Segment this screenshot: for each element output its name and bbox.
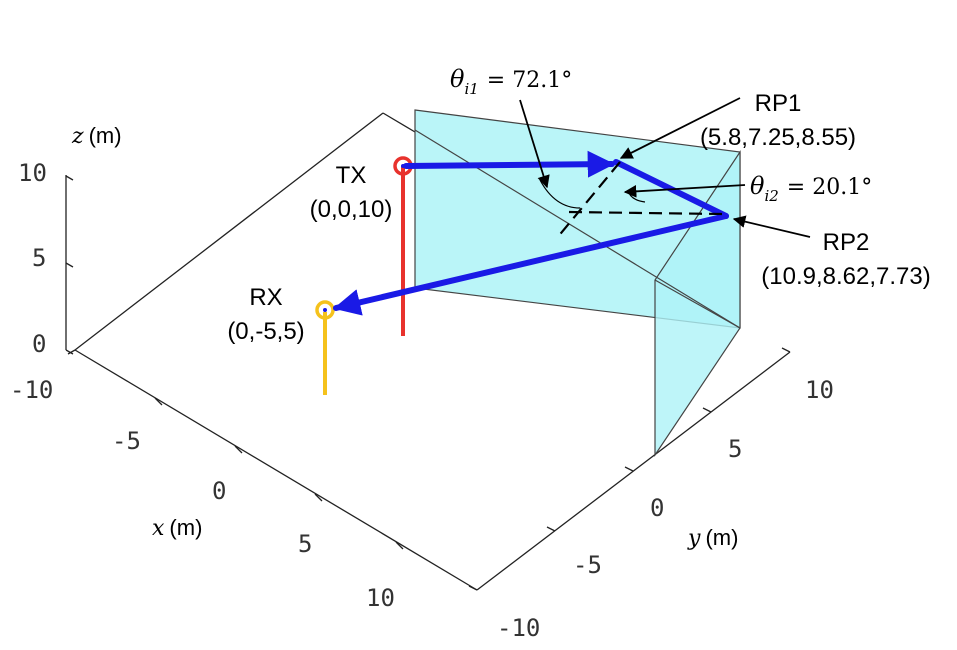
rp1-arrow xyxy=(619,97,741,159)
y-axis-ticks xyxy=(468,347,791,591)
rx-label: RX xyxy=(249,284,282,311)
z-axis-var: z xyxy=(71,124,84,149)
rp2-coords: (10.9,8.62,7.73) xyxy=(761,263,930,290)
z-axis xyxy=(65,175,74,355)
theta-i1-subscript: i1 xyxy=(464,80,478,98)
tx-antenna xyxy=(393,156,413,336)
x-tick-5: 5 xyxy=(298,530,312,558)
x-tick--10: -10 xyxy=(10,376,53,404)
ray-segment-rp2-rx xyxy=(333,213,729,316)
theta-i2-arrow xyxy=(623,184,746,198)
rx-coords: (0,-5,5) xyxy=(227,318,304,345)
y-tick-5: 5 xyxy=(728,435,742,463)
y-axis-unit: (m) xyxy=(705,525,738,550)
theta-i2-value: = 20.1° xyxy=(787,175,872,200)
theta-i2-label: θi2 = 20.1° xyxy=(750,172,872,205)
normal-rp2 xyxy=(566,210,723,216)
x-axis-title: x(m) xyxy=(152,515,202,541)
x-tick--5: -5 xyxy=(112,427,141,455)
x-axis-unit: (m) xyxy=(169,515,202,540)
x-axis-ticks xyxy=(67,349,404,550)
annotation-arrows xyxy=(519,97,811,238)
rp2-label: RP2 xyxy=(823,229,870,256)
z-tick-5: 5 xyxy=(32,244,46,272)
z-tick-0: 0 xyxy=(32,330,46,358)
x-axis-var: x xyxy=(152,516,165,541)
y-axis-var: y xyxy=(687,526,701,551)
ray-segment-tx-rp1 xyxy=(403,150,615,178)
y-tick--10: -10 xyxy=(497,614,540,642)
y-tick--5: -5 xyxy=(573,551,602,579)
theta-i2-symbol: θ xyxy=(750,172,765,200)
z-axis-title: z(m) xyxy=(71,123,122,149)
rx-antenna xyxy=(315,300,335,395)
theta-i1-label: θi1 = 72.1° xyxy=(450,65,572,98)
x-tick-0: 0 xyxy=(212,477,226,505)
y-tick-0: 0 xyxy=(650,494,664,522)
y-tick-10: 10 xyxy=(805,376,834,404)
tx-label: TX xyxy=(336,162,367,189)
x-tick-10: 10 xyxy=(366,584,395,612)
z-tick-10: 10 xyxy=(18,159,47,187)
y-axis-title: y(m) xyxy=(687,525,738,551)
rp1-label: RP1 xyxy=(755,90,802,117)
floor-plane xyxy=(74,112,791,591)
rp2-arrow xyxy=(732,215,811,238)
rp1-coords: (5.8,7.25,8.55) xyxy=(700,124,856,151)
z-axis-unit: (m) xyxy=(89,123,122,148)
normal-rp1 xyxy=(556,161,621,239)
tx-coords: (0,0,10) xyxy=(310,196,393,223)
theta-i1-arrow xyxy=(519,99,550,189)
theta-i1-symbol: θ xyxy=(450,65,465,93)
theta-i2-subscript: i2 xyxy=(764,187,778,205)
theta-i1-value: = 72.1° xyxy=(487,68,572,93)
